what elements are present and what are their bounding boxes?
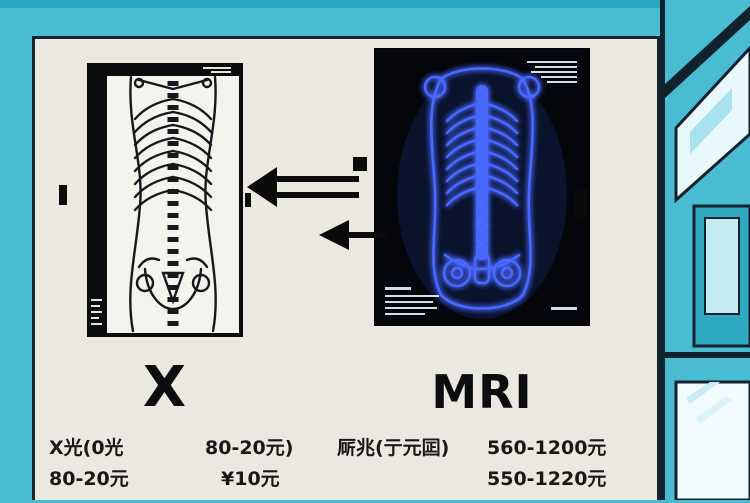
price-mri-row1-value: 560-1200元 [487, 437, 607, 459]
price-xray-row2-right: ¥10元 [221, 468, 280, 490]
hospital-corridor-illustration [660, 0, 750, 500]
price-xray-row2-left: 80-20元 [49, 468, 129, 490]
price-xray-row1-right: 80-20元) [205, 437, 294, 459]
mri-image [375, 49, 589, 325]
price-xray-row1-left: X光(0光 [49, 437, 124, 459]
price-mri-row1-label: 厛兆(亍元囸) [337, 437, 450, 459]
xray-image [87, 63, 243, 337]
hip-left [442, 258, 472, 288]
hip-right [492, 258, 522, 288]
film-clip [59, 185, 67, 205]
xray-film [87, 63, 243, 337]
door-panel [704, 217, 740, 315]
wall-corner-line [660, 0, 665, 500]
lower-window [674, 380, 750, 500]
mri-skeleton-drawing [423, 67, 541, 310]
hip-left [135, 273, 155, 293]
mri-label: MRI [431, 365, 533, 419]
window-reflection [690, 88, 732, 154]
hip-right [191, 273, 211, 293]
left-arrow-icon [247, 157, 367, 207]
hip-left-center [450, 266, 464, 280]
shoulder-left [423, 75, 447, 99]
ribs-right [171, 97, 213, 212]
lower-window-streak [686, 382, 720, 404]
ribs-right [480, 101, 519, 207]
ceiling-edge [665, 6, 750, 98]
ribs-left [445, 101, 484, 207]
film-clip [245, 193, 251, 207]
ribs-left [133, 97, 175, 212]
hip-right-center [500, 266, 514, 280]
mri-film [375, 49, 589, 325]
floor-line [665, 352, 750, 358]
shoulder-left [133, 77, 145, 89]
xray-fine-print [91, 67, 231, 325]
mri-fine-print [385, 61, 577, 315]
clavicles [137, 78, 209, 91]
xray-label: X [142, 355, 188, 420]
sacrum [473, 253, 491, 285]
iliac-crests [137, 257, 209, 269]
poster-board: X MRI X光(0光 80-20元) 厛兆(亍元囸) 560-1200元 80… [32, 36, 660, 500]
shoulder-right [517, 75, 541, 99]
wall-top-band [0, 0, 750, 8]
lower-window-streak-2 [696, 396, 732, 424]
price-mri-row2-value: 550-1220元 [487, 468, 607, 490]
shoulder-right [201, 77, 213, 89]
